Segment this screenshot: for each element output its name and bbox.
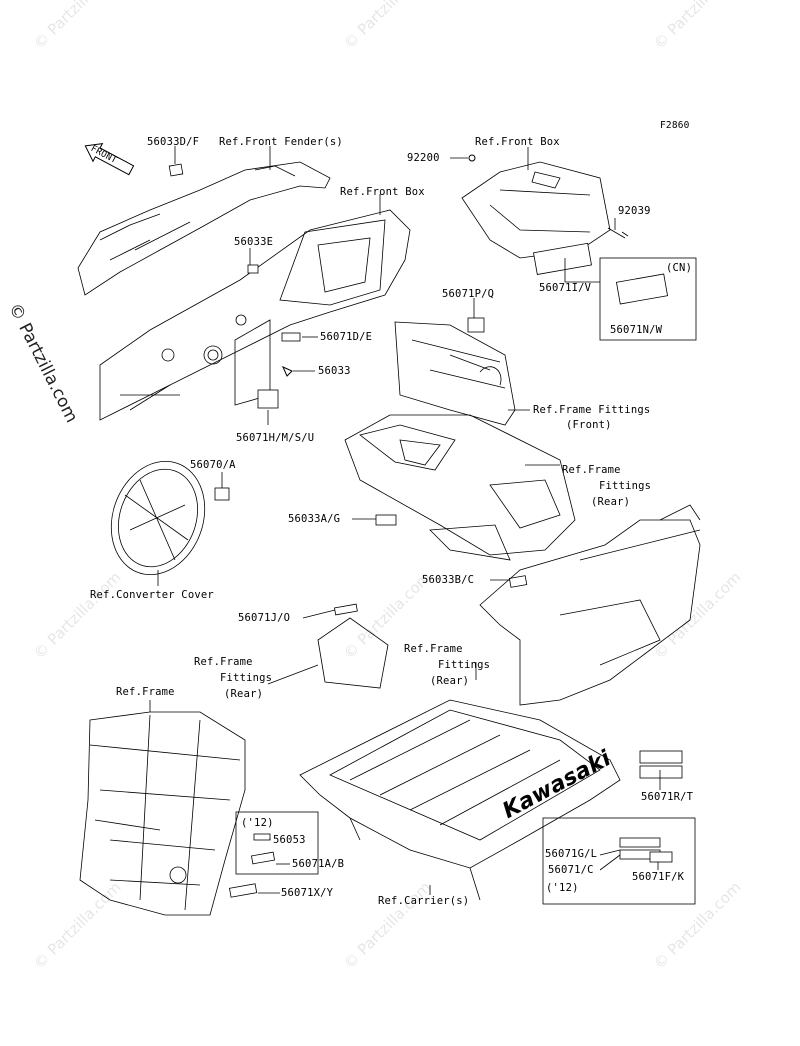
figure-code: F2860 bbox=[660, 120, 690, 131]
ref-carrier[interactable]: Ref.Carrier(s) bbox=[378, 895, 470, 907]
ref-frame-fittings-rear-c2: Fittings bbox=[438, 659, 491, 671]
frame-part bbox=[79, 711, 246, 916]
ref-frame-fittings-rear-b3: (Rear) bbox=[224, 688, 264, 700]
part-label-56033BC[interactable]: 56033B/C bbox=[422, 574, 475, 586]
ref-front-box-mid[interactable]: Ref.Front Box bbox=[340, 186, 425, 198]
front-arrow-icon bbox=[84, 142, 135, 176]
year12-label-b: ('12) bbox=[546, 882, 579, 894]
part-label-92200[interactable]: 92200 bbox=[407, 152, 440, 164]
frame-fittings-rear-right-part bbox=[479, 504, 701, 706]
front-box-part bbox=[461, 154, 626, 259]
part-label-56053[interactable]: 56053 bbox=[273, 834, 306, 846]
part-label-56071DE[interactable]: 56071D/E bbox=[320, 331, 373, 343]
ref-frame-fittings-rear-a2: Fittings bbox=[599, 480, 652, 492]
year12-box-b bbox=[542, 817, 696, 905]
ref-frame[interactable]: Ref.Frame bbox=[116, 686, 175, 698]
ref-converter-cover[interactable]: Ref.Converter Cover bbox=[90, 589, 214, 601]
clip-56033 bbox=[282, 366, 293, 377]
part-label-56033[interactable]: 56033 bbox=[318, 365, 351, 377]
part-label-92039[interactable]: 92039 bbox=[618, 205, 651, 217]
part-label-56071GL[interactable]: 56071G/L bbox=[545, 848, 598, 860]
front-dash-part bbox=[99, 209, 411, 421]
part-label-56071IV[interactable]: 56071I/V bbox=[539, 282, 592, 294]
part-label-56070A[interactable]: 56070/A bbox=[190, 459, 236, 471]
part-label-56071JO[interactable]: 56071J/O bbox=[238, 612, 291, 624]
ref-frame-fittings-rear-b1[interactable]: Ref.Frame bbox=[194, 656, 253, 668]
part-label-56071PQ[interactable]: 56071P/Q bbox=[442, 288, 495, 300]
part-label-56071HMSU[interactable]: 56071H/M/S/U bbox=[236, 432, 315, 444]
cn-label: (CN) bbox=[666, 262, 693, 274]
cn-box bbox=[599, 257, 697, 341]
year12-box-a bbox=[235, 811, 319, 875]
part-label-56071NW[interactable]: 56071N/W bbox=[610, 324, 663, 336]
part-label-56033DF[interactable]: 56033D/F bbox=[147, 136, 200, 148]
part-label-56071RT[interactable]: 56071R/T bbox=[641, 791, 694, 803]
ref-frame-fittings-rear-c3: (Rear) bbox=[430, 675, 470, 687]
frame-fittings-rear-center-part bbox=[344, 414, 576, 561]
ref-frame-fittings-rear-a1[interactable]: Ref.Frame bbox=[562, 464, 621, 476]
part-label-56071XY[interactable]: 56071X/Y bbox=[281, 887, 334, 899]
part-label-56071AB[interactable]: 56071A/B bbox=[292, 858, 345, 870]
part-label-56033AG[interactable]: 56033A/G bbox=[288, 513, 341, 525]
ref-frame-fittings-front-1[interactable]: Ref.Frame Fittings bbox=[533, 404, 651, 416]
ref-frame-fittings-rear-b2: Fittings bbox=[220, 672, 273, 684]
ref-front-box-top[interactable]: Ref.Front Box bbox=[475, 136, 560, 148]
washer-92200 bbox=[468, 154, 476, 162]
part-label-56071C[interactable]: 56071/C bbox=[548, 864, 594, 876]
ref-frame-fittings-rear-c1[interactable]: Ref.Frame bbox=[404, 643, 463, 655]
carrier-part bbox=[299, 699, 621, 901]
front-fender-part bbox=[77, 161, 331, 296]
part-label-56071FK[interactable]: 56071F/K bbox=[632, 871, 685, 883]
rear-plate-part bbox=[317, 617, 389, 689]
year12-label-a: ('12) bbox=[241, 817, 274, 829]
ref-frame-fittings-rear-a3: (Rear) bbox=[591, 496, 631, 508]
ref-front-fender[interactable]: Ref.Front Fender(s) bbox=[219, 136, 343, 148]
converter-cover-part bbox=[110, 460, 206, 576]
part-label-56033E[interactable]: 56033E bbox=[234, 236, 274, 248]
ref-frame-fittings-front-2: (Front) bbox=[566, 419, 612, 431]
frame-fittings-front-part bbox=[394, 321, 516, 426]
